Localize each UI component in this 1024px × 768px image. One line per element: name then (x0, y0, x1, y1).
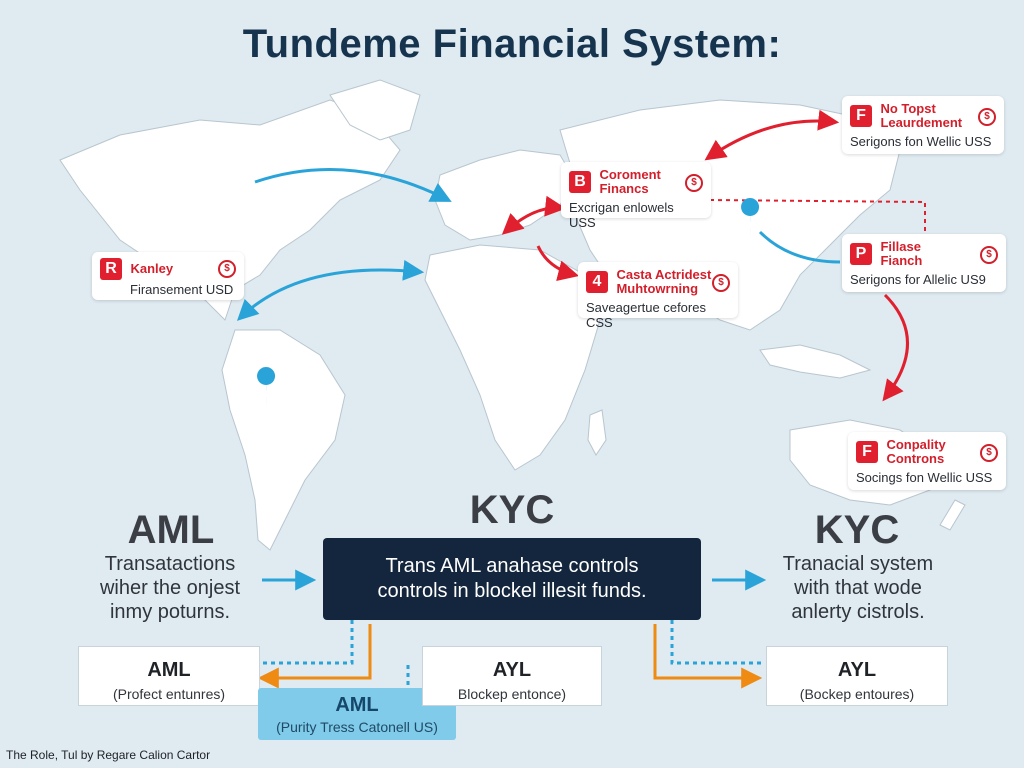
map-card-fillase: P Fillase Fianch $ Serigons for Allelic … (842, 234, 1006, 292)
money-bag-icon: $ (978, 108, 996, 126)
europe (434, 149, 576, 241)
south-america (221, 329, 346, 551)
card-badge: 4 (586, 271, 608, 293)
orange-connector-left (257, 624, 372, 689)
greenland (329, 79, 421, 141)
page-title: Tundeme Financial System: (242, 22, 782, 66)
desc-line: Transatactions (104, 553, 236, 575)
card-subtitle: Socings fon Wellic USS (856, 470, 993, 485)
card-subtitle: Saveagertue cefores CSS (586, 300, 706, 330)
card-title: Muhtowrning (616, 281, 699, 296)
card-title: Controns (886, 451, 945, 466)
left-description: Transatactions wiher the onjest inmy pot… (70, 552, 270, 624)
map-card-conpality: F Conpality Controns $ Socings fon Welli… (848, 432, 1006, 490)
box-ayl-right: AYL (Bockep entoures) (766, 646, 948, 706)
right-heading: KYC (814, 508, 900, 552)
map-card-casta: 4 Casta Actridest Muhtowrning $ Saveager… (578, 262, 738, 330)
blue-arrow-asia (758, 230, 841, 264)
card-title: Leaurdement (880, 115, 963, 130)
box-ayl-mid: AYL Blockep entonce) (422, 646, 602, 706)
map-pin-icon (257, 367, 276, 408)
desc-line: wiher the onjest (99, 577, 241, 599)
money-bag-icon: $ (685, 174, 703, 192)
box-sub: (Bockep entoures) (799, 686, 915, 702)
card-title: Coroment (599, 167, 661, 182)
red-arrow-mideast (536, 245, 580, 281)
card-title: Casta Actridest (616, 267, 712, 282)
red-arrow-asia-down (882, 293, 909, 402)
card-title: No Topst (880, 101, 936, 116)
card-badge: P (850, 243, 872, 265)
blue-dotted-left (262, 620, 354, 665)
map-card-corament: B Coroment Financs $ Excrigan enlowels U… (561, 162, 711, 230)
center-box-line: controls in blockel illesit funds. (377, 580, 647, 602)
north-america (59, 99, 401, 321)
card-title: Kanley (130, 261, 174, 276)
card-subtitle: Serigons for Allelic US9 (850, 272, 986, 287)
card-subtitle: Firansement USD (130, 282, 234, 297)
box-heading: AYL (492, 659, 532, 681)
money-bag-icon: $ (980, 246, 998, 264)
card-title: Fianch (880, 253, 923, 268)
africa (424, 244, 601, 471)
desc-line: inmy poturns. (109, 601, 231, 623)
red-dotted-link (709, 199, 926, 240)
red-arrow-europe (501, 195, 567, 235)
box-heading: AML (335, 694, 379, 716)
money-bag-icon: $ (218, 260, 236, 278)
blue-arrow-na-africa (236, 259, 425, 321)
orange-connector-right (653, 624, 763, 689)
map-card-kanley: R Kanley $ Firansement USD (92, 252, 244, 300)
center-heading: KYC (469, 488, 555, 532)
card-badge: R (100, 258, 122, 280)
card-badge: B (569, 171, 591, 193)
card-title: Financs (599, 181, 649, 196)
card-subtitle: Serigons fon Wellic USS (850, 134, 992, 149)
money-bag-icon: $ (712, 274, 730, 292)
box-heading: AML (147, 659, 191, 681)
center-box-line: Trans AML anahase controls (385, 555, 639, 577)
card-subtitle: Excrigan enlowels USS (569, 200, 674, 230)
red-arrow-top (704, 109, 840, 161)
footer-caption: The Role, Tul by Regare Calion Cartor (6, 748, 211, 762)
map-pin-icon (741, 198, 760, 238)
desc-line: Tranacial system (782, 553, 934, 575)
box-sub: (Profect entunres) (112, 686, 226, 702)
indonesia (759, 344, 872, 379)
blue-arrow-na-europe (254, 168, 452, 202)
box-aml-left: AML (Profect entunres) (78, 646, 260, 706)
madagascar (587, 409, 607, 456)
new-zealand (939, 499, 966, 531)
map-card-no-topst: F No Topst Leaurdement $ Serigons fon We… (842, 96, 1004, 154)
card-title: Conpality (886, 437, 946, 452)
card-badge: F (850, 105, 872, 127)
center-box: Trans AML anahase controls controls in b… (323, 538, 701, 620)
desc-line: with that wode (794, 577, 922, 599)
box-sub: Blockep entonce) (457, 686, 567, 702)
desc-line: anlerty cistrols. (791, 601, 925, 623)
right-description: Tranacial system with that wode anlerty … (758, 552, 958, 624)
card-title: Fillase (880, 239, 921, 254)
box-heading: AYL (837, 659, 877, 681)
blue-dotted-right (670, 620, 762, 665)
box-sub: (Purity Tress Catonell US) (276, 719, 438, 735)
money-bag-icon: $ (980, 444, 998, 462)
card-badge: F (856, 441, 878, 463)
left-heading: AML (127, 508, 215, 552)
